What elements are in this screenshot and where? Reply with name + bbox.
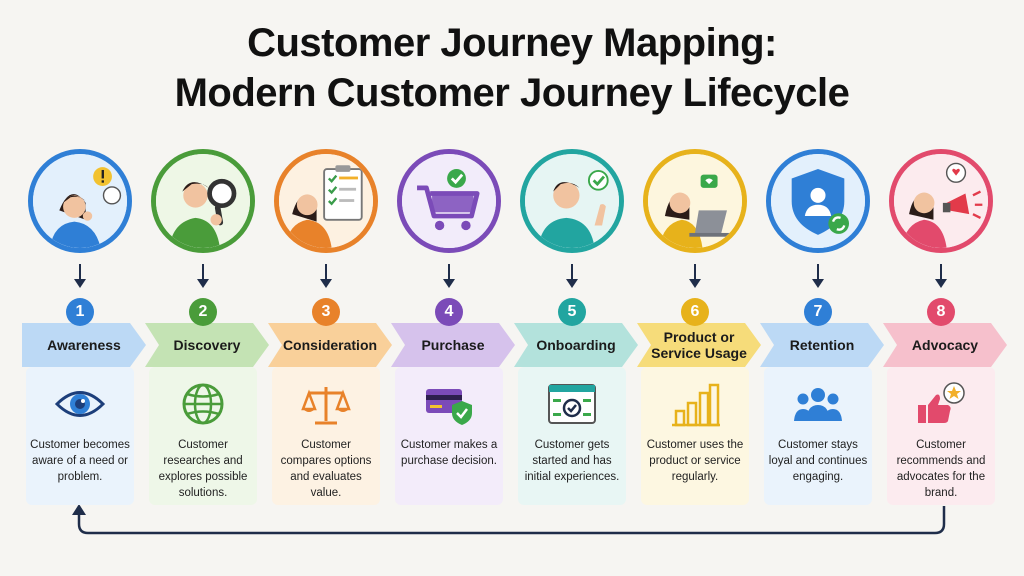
title-line-1: Customer Journey Mapping:	[247, 21, 777, 65]
arrow-down-icon	[812, 264, 824, 288]
stage-label: Advocacy	[911, 337, 979, 353]
stage-number: 3	[312, 298, 340, 326]
stage-card: Customer makes a purchase decision.	[395, 367, 503, 505]
stage-number: 1	[66, 298, 94, 326]
stage-number: 4	[435, 298, 463, 326]
stage-banner: Onboarding	[514, 323, 638, 367]
stage-description: Customer compares options and evaluates …	[280, 439, 372, 499]
stage-description: Customer becomes aware of a need or prob…	[30, 439, 130, 483]
stage-number: 7	[804, 298, 832, 326]
stage-banner: Advocacy	[883, 323, 1007, 367]
stage-banner: Consideration	[268, 323, 392, 367]
arrow-down-icon	[935, 264, 947, 288]
credit-card-shield-icon	[424, 381, 474, 427]
stage-card: Customer stays loyal and continues engag…	[764, 367, 872, 505]
stage-purchase: Purchase 4 Customer makes a purchase dec…	[391, 0, 515, 576]
person-waving-icon	[520, 149, 624, 253]
stage-product-or-service-usage: Product or Service Usage 6 Customer uses…	[637, 0, 761, 576]
title-line-2: Modern Customer Journey Lifecycle	[174, 71, 850, 115]
stage-consideration: Consideration 3 Customer compares option…	[268, 0, 392, 576]
globe-icon	[178, 381, 228, 427]
arrow-down-icon	[689, 264, 701, 288]
stage-description: Customer makes a purchase decision.	[400, 439, 498, 467]
stage-description: Customer researches and explores possibl…	[158, 439, 248, 499]
stage-label: Awareness	[47, 337, 121, 353]
stage-onboarding: Onboarding 5 Customer gets started and h…	[514, 0, 638, 576]
stage-card: Customer becomes aware of a need or prob…	[26, 367, 134, 505]
arrow-down-icon	[443, 264, 455, 288]
stage-banner: Purchase	[391, 323, 515, 367]
stage-description: Customer stays loyal and continues engag…	[768, 439, 868, 483]
shield-user-icon	[766, 149, 870, 253]
stage-number: 2	[189, 298, 217, 326]
stage-banner: Awareness	[22, 323, 146, 367]
stage-label: Product or Service Usage	[651, 329, 747, 361]
stage-number: 6	[681, 298, 709, 326]
arrow-down-icon	[74, 264, 86, 288]
page-title: Customer Journey Mapping: Modern Custome…	[0, 18, 1024, 118]
browser-check-icon	[547, 381, 597, 427]
bar-chart-icon	[670, 381, 720, 427]
stage-label: Purchase	[421, 337, 485, 353]
stage-description: Customer uses the product or service reg…	[646, 439, 744, 483]
stage-advocacy: Advocacy 8 Customer recommends and advoc…	[883, 0, 1007, 576]
stage-label: Retention	[789, 337, 855, 353]
person-laptop-icon	[643, 149, 747, 253]
stage-awareness: Awareness 1 Customer becomes aware of a …	[22, 0, 146, 576]
stage-label: Onboarding	[536, 337, 616, 353]
person-magnifier-icon	[151, 149, 255, 253]
stage-label: Discovery	[173, 337, 241, 353]
eye-icon	[55, 381, 105, 427]
shopping-cart-icon	[397, 149, 501, 253]
stage-description: Customer gets started and has initial ex…	[524, 439, 620, 483]
people-group-icon	[793, 381, 843, 427]
stage-card: Customer uses the product or service reg…	[641, 367, 749, 505]
stage-card: Customer researches and explores possibl…	[149, 367, 257, 505]
stage-banner: Discovery	[145, 323, 269, 367]
stage-discovery: Discovery 2 Customer researches and expl…	[145, 0, 269, 576]
person-megaphone-icon	[889, 149, 993, 253]
arrow-down-icon	[566, 264, 578, 288]
stage-banner: Product or Service Usage	[637, 323, 761, 367]
arrow-down-icon	[197, 264, 209, 288]
thumbs-up-star-icon	[916, 381, 966, 427]
stage-number: 5	[558, 298, 586, 326]
stage-number: 8	[927, 298, 955, 326]
stage-card: Customer gets started and has initial ex…	[518, 367, 626, 505]
stage-card: Customer compares options and evaluates …	[272, 367, 380, 505]
stage-retention: Retention 7 Customer stays loyal and con…	[760, 0, 884, 576]
stage-card: Customer recommends and advocates for th…	[887, 367, 995, 505]
stage-banner: Retention	[760, 323, 884, 367]
scale-icon	[301, 381, 351, 427]
thinking-person-icon	[28, 149, 132, 253]
stage-label: Consideration	[282, 337, 378, 353]
stage-description: Customer recommends and advocates for th…	[896, 439, 986, 499]
arrow-down-icon	[320, 264, 332, 288]
person-checklist-icon	[274, 149, 378, 253]
